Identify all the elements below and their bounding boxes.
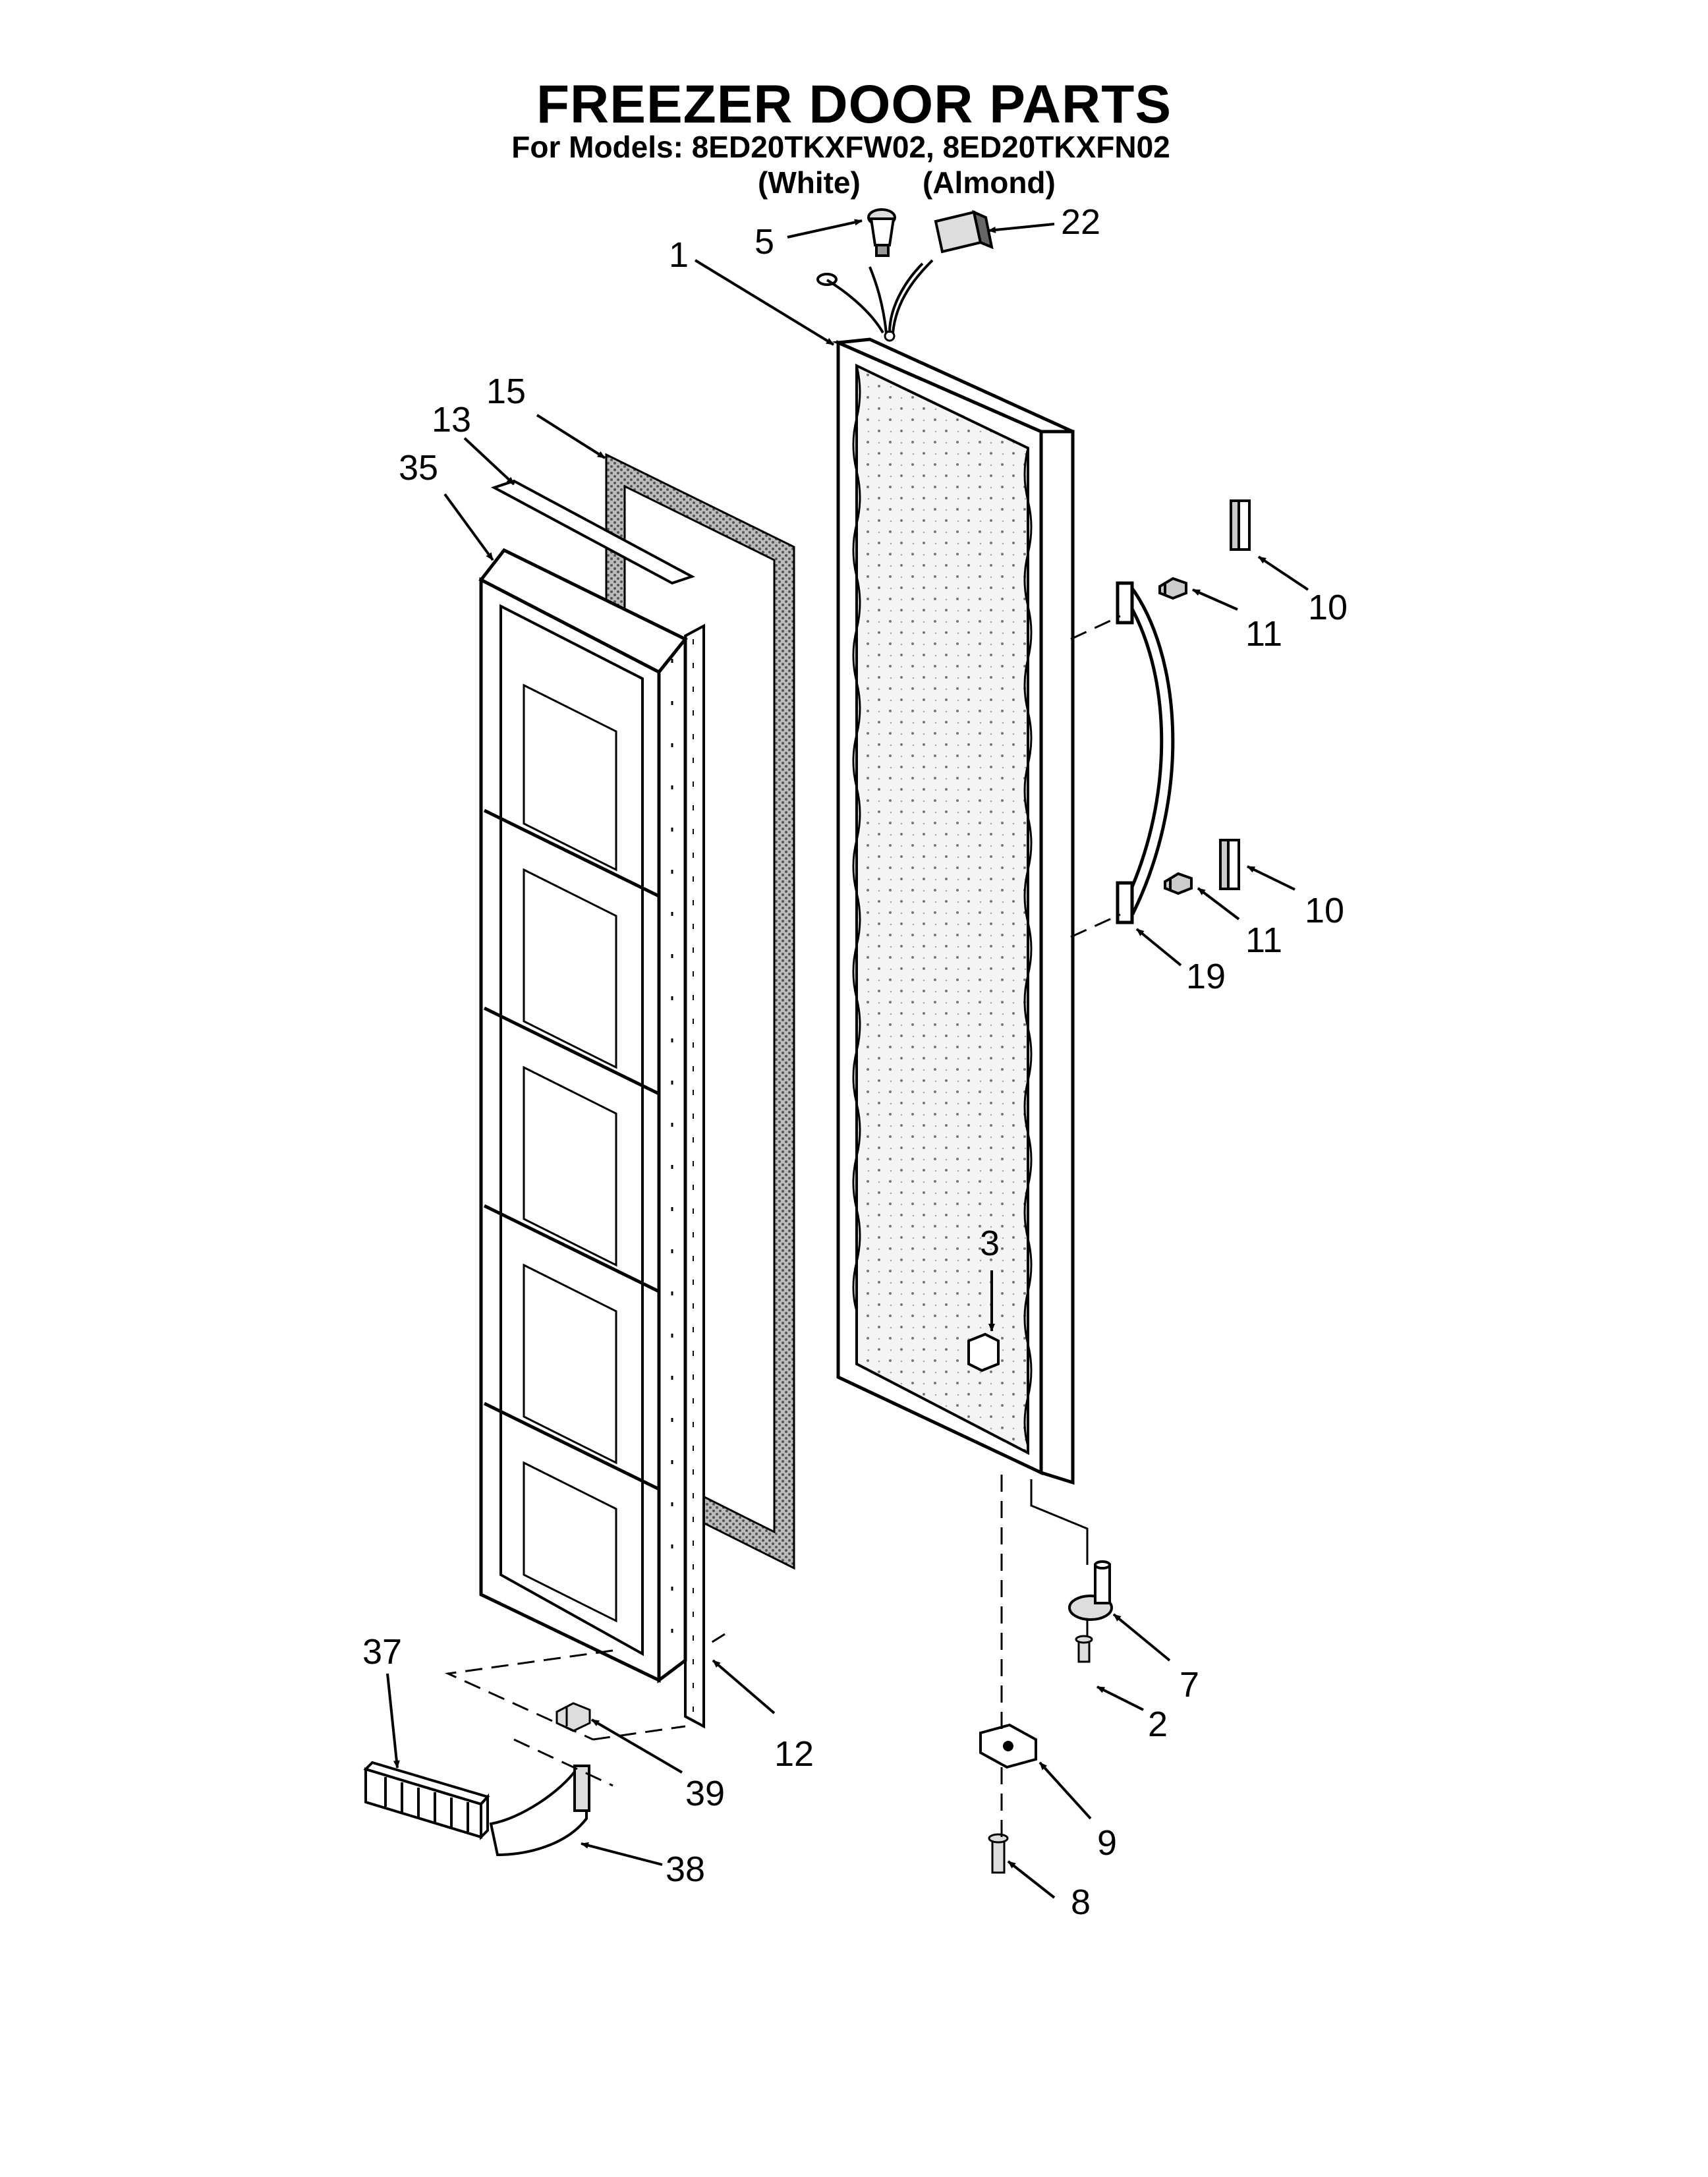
callout-1: 1: [669, 235, 689, 275]
callout-11-lower: 11: [1245, 920, 1282, 960]
door-strip-part-12: [684, 623, 705, 1729]
callout-37: 37: [362, 1632, 402, 1672]
hinge-part-7: [1068, 1560, 1113, 1621]
door-panel-part-1: [816, 259, 1075, 1485]
screw-part-39: [555, 1702, 591, 1732]
callout-22: 22: [1061, 202, 1100, 242]
variant-white-label: (White): [758, 165, 861, 200]
light-socket-part-5: [867, 208, 896, 257]
variant-almond-label: (Almond): [923, 165, 1056, 200]
callout-15: 15: [486, 372, 526, 411]
callout-3: 3: [980, 1224, 1000, 1263]
callout-10-lower: 10: [1305, 891, 1344, 930]
screw-part-8: [988, 1833, 1009, 1874]
handle-screw-part-11-upper: [1158, 577, 1187, 600]
grille-part-37: [363, 1761, 490, 1840]
screw-part-2: [1075, 1635, 1093, 1663]
door-liner-part-35: [478, 548, 688, 1683]
callout-5: 5: [754, 222, 774, 262]
handle-cap-part-10-lower: [1219, 839, 1240, 890]
callout-19: 19: [1186, 957, 1226, 996]
connector-part-22: [934, 210, 994, 254]
assembly-guide-lines: [444, 615, 1121, 1838]
callout-7: 7: [1180, 1665, 1199, 1705]
callout-38: 38: [666, 1850, 705, 1889]
callout-11-upper: 11: [1245, 614, 1282, 654]
callout-8: 8: [1071, 1882, 1091, 1922]
callout-35: 35: [399, 448, 438, 488]
callout-9: 9: [1097, 1823, 1117, 1863]
callout-13: 13: [432, 400, 471, 439]
callout-12: 12: [774, 1734, 814, 1774]
callout-10-upper: 10: [1308, 588, 1348, 627]
models-subtitle: For Models: 8ED20TKXFW02, 8ED20TKXFN02: [511, 130, 1170, 164]
callout-labels: 1 5 22 15 13 35 10 11 10 11 19 3 7 2 12 …: [362, 202, 1348, 1922]
callout-2: 2: [1148, 1705, 1168, 1744]
bracket-part-9: [979, 1723, 1037, 1769]
callout-39: 39: [685, 1774, 725, 1813]
page-title: FREEZER DOOR PARTS: [536, 74, 1172, 134]
end-cap-part-38: [489, 1765, 590, 1857]
handle-screw-part-11-lower: [1164, 872, 1193, 895]
leader-arrows: [386, 219, 1309, 1899]
handle-cap-part-10-upper: [1230, 499, 1251, 551]
handle-part-19: [1116, 581, 1175, 924]
